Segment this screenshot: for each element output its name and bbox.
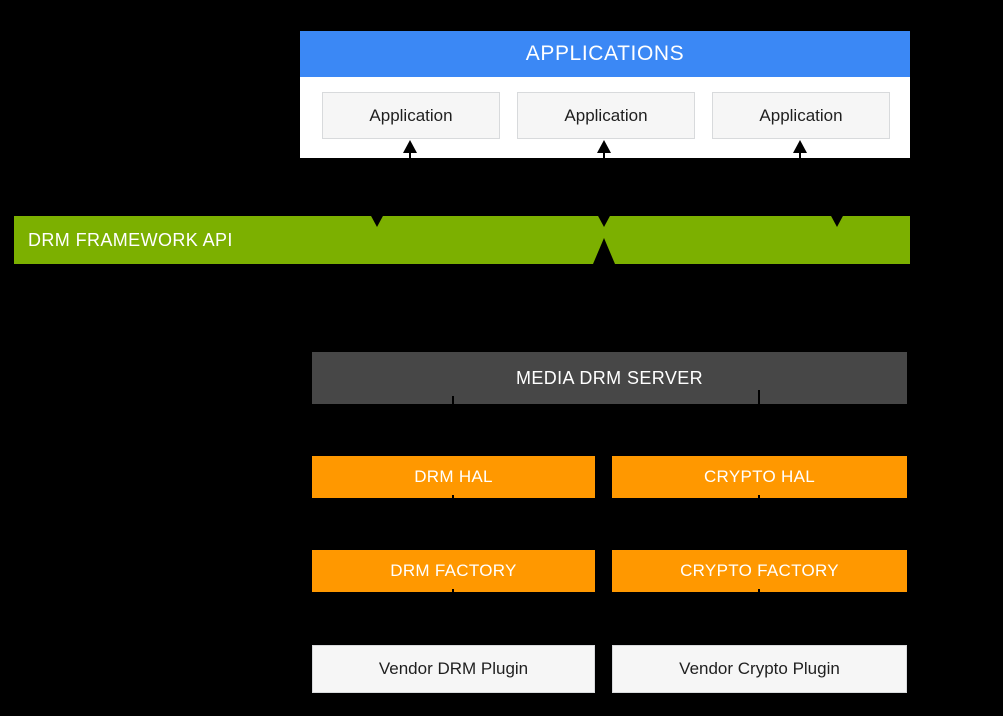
arrow-down-into-framework-3 (830, 214, 844, 227)
connector-application-3 (799, 152, 801, 160)
arrow-up-to-application-3 (793, 140, 807, 153)
connector-application-2 (603, 152, 605, 160)
crypto-factory-box: CRYPTO FACTORY (612, 550, 907, 592)
connector-drm-hal-to-drm-factory (452, 495, 454, 553)
connector-framework-to-server (602, 264, 606, 352)
connector-drm-factory-to-vendor-drm-plugin (452, 589, 454, 647)
connector-crypto-hal-to-crypto-factory (758, 495, 760, 553)
crypto-hal-box: CRYPTO HAL (612, 456, 907, 498)
drm-factory-box: DRM FACTORY (312, 550, 595, 592)
vendor-crypto-plugin-box: Vendor Crypto Plugin (612, 645, 907, 693)
arrow-down-into-framework-2 (597, 214, 611, 227)
application-box-1[interactable]: Application (322, 92, 500, 139)
vendor-drm-plugin-box: Vendor DRM Plugin (312, 645, 595, 693)
connector-server-to-drm-hal (452, 396, 454, 456)
arrow-down-into-framework-1 (370, 214, 384, 227)
connector-application-1 (409, 152, 411, 160)
arrow-up-to-application-1 (403, 140, 417, 153)
media-drm-server-box: MEDIA DRM SERVER (312, 352, 907, 404)
drm-hal-box: DRM HAL (312, 456, 595, 498)
connector-server-to-crypto-hal (758, 390, 760, 456)
connector-crypto-factory-to-vendor-crypto-plugin (758, 589, 760, 647)
applications-header: APPLICATIONS (300, 31, 910, 77)
drm-framework-api-bar: DRM FRAMEWORK API (14, 216, 910, 264)
arrow-up-to-application-2 (597, 140, 611, 153)
application-box-3[interactable]: Application (712, 92, 890, 139)
application-box-2[interactable]: Application (517, 92, 695, 139)
arrow-up-into-framework-from-server (593, 238, 615, 264)
